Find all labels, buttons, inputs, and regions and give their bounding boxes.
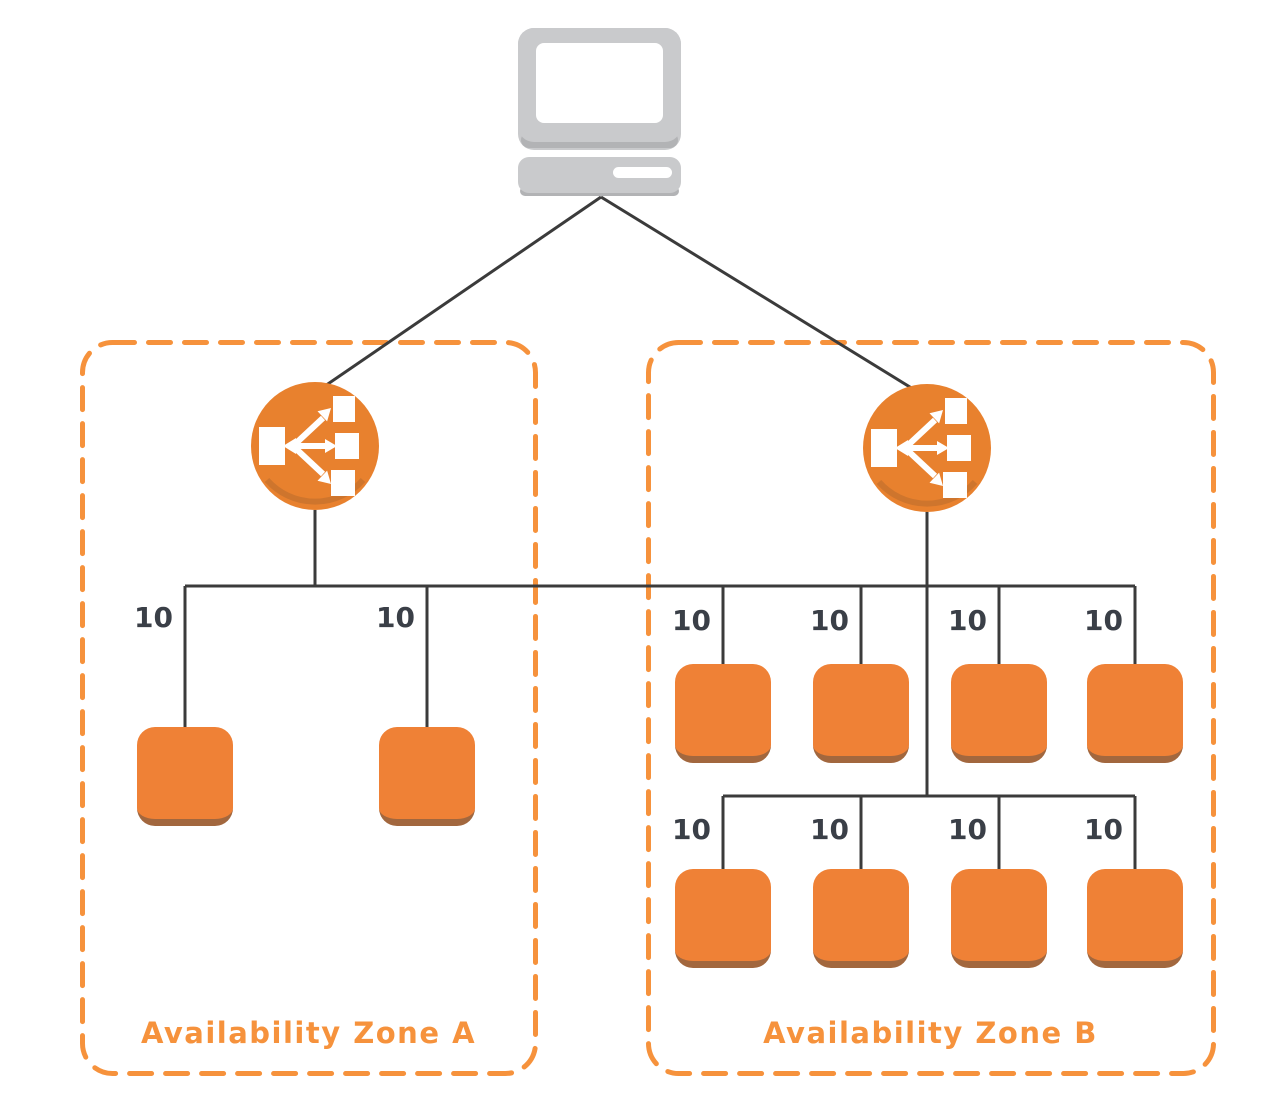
laptop-screen (536, 43, 663, 123)
ec2-instance-b8 (1087, 869, 1183, 968)
ec2-instance-b3 (951, 664, 1047, 763)
ec2-instance-b2 (813, 664, 909, 763)
zone-b-label: Availability Zone B (763, 1016, 1098, 1050)
weight-label-b3-r2: 10 (948, 813, 987, 846)
weight-label-b1-r1: 10 (672, 604, 711, 637)
weight-label-b3-r1: 10 (948, 604, 987, 637)
laptop-client-icon (518, 28, 684, 198)
laptop-base (518, 157, 681, 193)
weight-label-a1: 10 (134, 601, 173, 634)
link-client-to-elb-b (600, 195, 919, 394)
weight-label-b2-r1: 10 (810, 604, 849, 637)
ec2-instance-a1 (137, 727, 233, 826)
link-client-to-elb-a (321, 195, 602, 390)
zone-a-border (80, 340, 538, 1076)
ec2-instance-b5 (675, 869, 771, 968)
elastic-load-balancer-a-icon (249, 380, 381, 512)
weight-label-b4-r2: 10 (1084, 813, 1123, 846)
zone-a-label: Availability Zone A (140, 1016, 477, 1050)
ec2-instance-b4 (1087, 664, 1183, 763)
zone-b-border (646, 340, 1216, 1076)
weight-label-b2-r2: 10 (810, 813, 849, 846)
weight-label-b1-r2: 10 (672, 813, 711, 846)
elastic-load-balancer-b-icon (861, 382, 993, 514)
ec2-instance-b6 (813, 869, 909, 968)
weight-label-a2: 10 (376, 601, 415, 634)
ec2-instance-b7 (951, 869, 1047, 968)
ec2-instance-b1 (675, 664, 771, 763)
weight-label-b4-r1: 10 (1084, 604, 1123, 637)
ec2-instance-a2 (379, 727, 475, 826)
